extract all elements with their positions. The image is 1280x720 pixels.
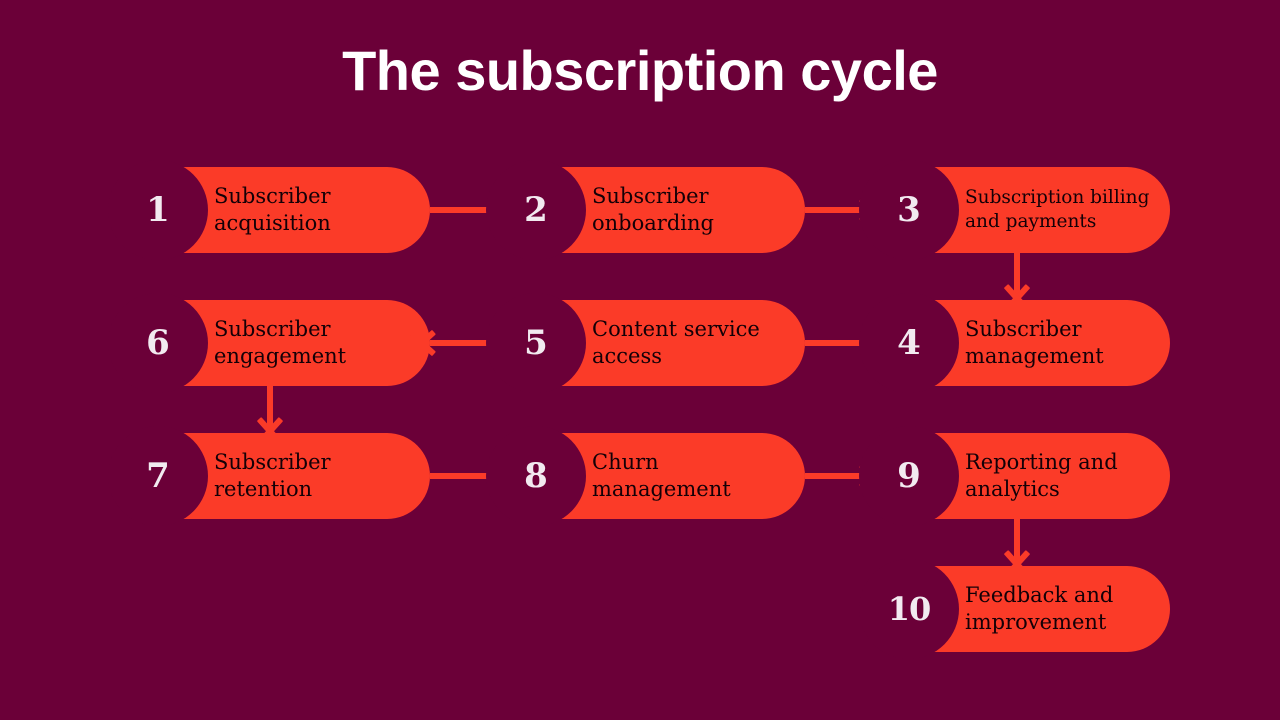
step-label-2: Subscriber onboarding [592, 184, 714, 235]
step-pill-4[interactable]: 4 Subscriber management [859, 293, 1170, 393]
connector-7-to-8 [430, 473, 488, 479]
step-pill-1[interactable]: 1 Subscriber acquisition [108, 160, 430, 260]
connector-4-to-5 [805, 340, 861, 346]
step-label-5: Content service access [592, 317, 760, 368]
step-label-8: Churn management [592, 450, 731, 501]
step-number-5: 5 [486, 293, 586, 393]
step-number-9: 9 [859, 426, 959, 526]
connector-5-to-6 [430, 340, 488, 346]
step-pill-6[interactable]: 6 Subscriber engagement [108, 293, 430, 393]
step-number-10: 10 [859, 559, 959, 659]
step-pill-7[interactable]: 7 Subscriber retention [108, 426, 430, 526]
step-label-9: Reporting and analytics [965, 450, 1118, 501]
connector-9-to-10 [1014, 519, 1020, 561]
step-pill-8[interactable]: 8 Churn management [486, 426, 805, 526]
step-pill-5[interactable]: 5 Content service access [486, 293, 805, 393]
step-label-3: Subscription billing and payments [965, 186, 1150, 232]
step-label-6: Subscriber engagement [214, 317, 347, 368]
step-label-4: Subscriber management [965, 317, 1104, 368]
connector-6-to-7 [267, 386, 273, 428]
step-label-7: Subscriber retention [214, 450, 331, 501]
step-number-7: 7 [108, 426, 208, 526]
step-pill-2[interactable]: 2 Subscriber onboarding [486, 160, 805, 260]
step-number-2: 2 [486, 160, 586, 260]
step-pill-9[interactable]: 9 Reporting and analytics [859, 426, 1170, 526]
step-number-4: 4 [859, 293, 959, 393]
step-label-1: Subscriber acquisition [214, 184, 331, 235]
step-pill-10[interactable]: 10 Feedback and improvement [859, 559, 1170, 659]
connector-1-to-2 [430, 207, 488, 213]
step-number-3: 3 [859, 160, 959, 260]
connector-3-to-4 [1014, 253, 1020, 295]
page-title: The subscription cycle [342, 39, 938, 102]
step-pill-3[interactable]: 3 Subscription billing and payments [859, 160, 1170, 260]
connector-2-to-3 [805, 207, 861, 213]
step-number-6: 6 [108, 293, 208, 393]
step-number-1: 1 [108, 160, 208, 260]
step-label-10: Feedback and improvement [965, 583, 1114, 634]
step-number-8: 8 [486, 426, 586, 526]
connector-8-to-9 [805, 473, 861, 479]
